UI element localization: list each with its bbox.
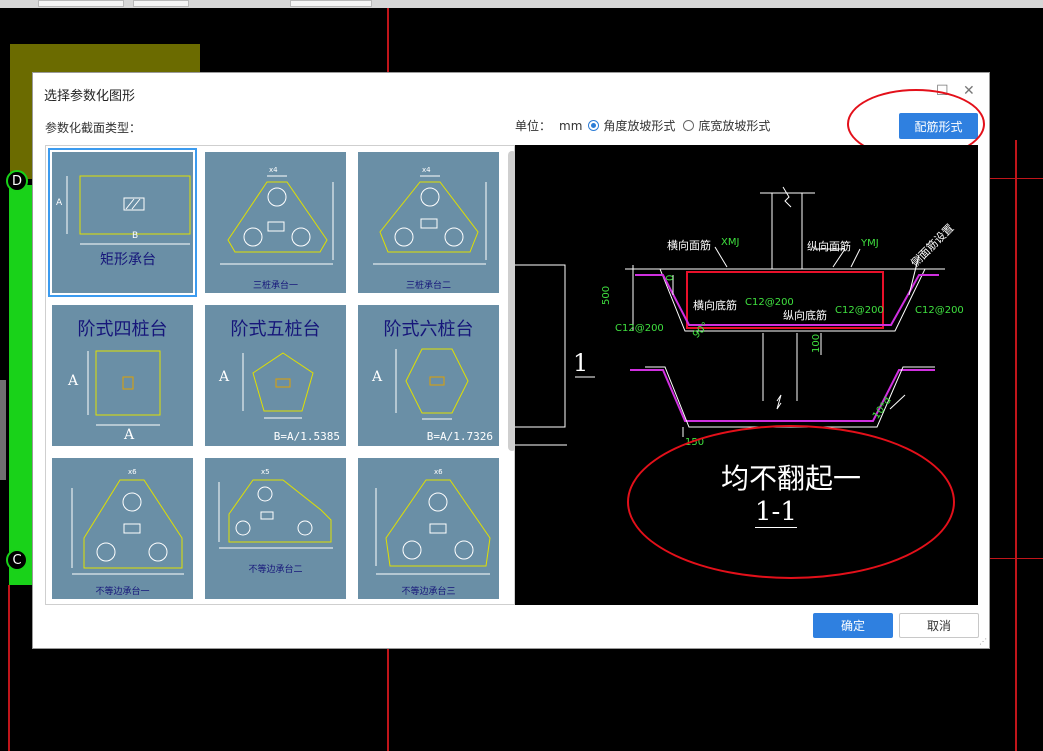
three-pile-2-diagram — [373, 175, 487, 265]
shape-label: 矩形承台 — [100, 252, 156, 268]
select-parametric-shape-dialog: 选择参数化图形 ☐ ✕ 参数化截面类型： 单位： mm 角度放坡形式 底宽放坡形… — [32, 72, 990, 649]
shape-tile-unequal-1[interactable]: x6 不等边承台一 — [52, 458, 193, 599]
three-pile-1-diagram — [220, 175, 334, 265]
long-bottom-rebar-spec: C12@200 — [835, 305, 884, 316]
unit-row: 单位： mm 角度放坡形式 底宽放坡形式 — [515, 117, 770, 134]
toolbar-segment[interactable] — [133, 0, 189, 7]
angle-slope-radio[interactable] — [588, 120, 600, 131]
dim-a-label: A — [219, 369, 230, 385]
shape-label: 不等边承台二 — [248, 565, 303, 575]
dialog-title: 选择参数化图形 — [44, 89, 136, 104]
section-mark: 1 — [573, 349, 589, 377]
side-spec-right: C12@200 — [915, 305, 964, 316]
zero-dim: 0 — [665, 274, 676, 281]
step-five-pile-diagram — [242, 352, 314, 419]
dim-label: x6 — [128, 468, 137, 476]
side-panel-handle[interactable] — [0, 380, 6, 480]
grid-line — [387, 649, 389, 751]
shape-tile-step-four-pile[interactable]: 阶式四桩台 A A — [52, 305, 193, 446]
shape-label: 三桩承台一 — [252, 281, 298, 291]
dim-a2-label: A — [124, 427, 135, 443]
dim-a-label: A — [68, 373, 79, 389]
toolbar-segment[interactable] — [38, 0, 124, 7]
unequal-3-diagram — [375, 479, 491, 575]
shape-label: 阶式四桩台 — [77, 319, 168, 340]
shape-label: 不等边承台一 — [95, 587, 150, 597]
width-slope-radio[interactable] — [683, 120, 695, 131]
unequal-2-diagram — [218, 479, 333, 549]
unit-label: 单位： — [515, 119, 552, 133]
height-dim: 500 — [601, 285, 612, 305]
angle-slope-label[interactable]: 角度放坡形式 — [603, 119, 676, 133]
dim-label: x4 — [422, 166, 431, 174]
grid-line — [1015, 140, 1017, 751]
section-drawing — [515, 186, 945, 446]
bottom-rebar-spec: C12@200 — [745, 297, 794, 308]
long-top-rebar-label: 纵向面筋 — [807, 240, 851, 253]
top-rebar-label: 横向面筋 — [667, 239, 711, 252]
grid-scrollbar[interactable] — [508, 151, 516, 451]
dim-b-label: B — [132, 231, 139, 241]
long-bottom-rebar-label: 纵向底筋 — [783, 309, 827, 322]
shape-tile-unequal-2[interactable]: x5 不等边承台二 — [205, 458, 346, 599]
long-top-rebar-code: YMJ — [861, 238, 879, 249]
shape-label: 不等边承台三 — [401, 587, 456, 597]
annotation-ellipse — [627, 425, 955, 579]
dim-label: x5 — [261, 468, 270, 476]
side-spec-left: C12@200 — [615, 323, 664, 334]
toolbar-segment[interactable] — [290, 0, 372, 7]
bottom-rebar-label: 横向底筋 — [693, 299, 737, 312]
axis-bubble-c: C — [6, 549, 28, 571]
grid-line — [990, 558, 1043, 559]
cad-toolbar-strip — [0, 0, 1043, 8]
axis-label: C — [12, 552, 22, 568]
ok-button[interactable]: 确定 — [813, 613, 893, 638]
unequal-1-diagram — [71, 479, 184, 575]
step-four-pile-diagram — [87, 350, 161, 426]
shape-tile-three-pile-2[interactable]: x4 三桩承台二 — [358, 152, 499, 293]
shape-label: 三桩承台二 — [405, 281, 451, 291]
resize-grip-icon[interactable]: ⋰ — [979, 637, 987, 646]
dim-a-label: A — [372, 369, 383, 385]
shape-label: 阶式六桩台 — [383, 319, 474, 340]
dim-label: x4 — [269, 166, 278, 174]
shape-grid: A B 矩形承台 x4 三桩承台一 — [45, 145, 515, 605]
formula-label: B=A/1.5385 — [273, 430, 340, 443]
grid-line — [990, 178, 1043, 179]
cad-green-wall — [9, 185, 33, 585]
cancel-button[interactable]: 取消 — [899, 613, 979, 638]
top-rebar-code: XMJ — [721, 237, 740, 248]
axis-label: D — [11, 173, 22, 189]
width-slope-label[interactable]: 底宽放坡形式 — [698, 119, 771, 133]
unit-value: mm — [559, 118, 583, 133]
axis-bubble-d: D — [6, 170, 28, 192]
shape-tile-unequal-3[interactable]: x6 不等边承台三 — [358, 458, 499, 599]
grid-line — [8, 585, 10, 751]
shape-label: 阶式五桩台 — [230, 319, 321, 340]
close-icon[interactable]: ✕ — [963, 83, 975, 99]
section-type-label: 参数化截面类型： — [45, 121, 142, 135]
dim-label: x6 — [434, 468, 443, 476]
shape-tile-rect-cap[interactable]: A B 矩形承台 — [48, 148, 197, 297]
shape-tile-step-five-pile[interactable]: 阶式五桩台 A B=A/1.5385 — [205, 305, 346, 446]
shape-tile-three-pile-1[interactable]: x4 三桩承台一 — [205, 152, 346, 293]
dim-a-label: A — [56, 198, 63, 208]
step-six-pile-diagram — [395, 348, 469, 420]
shape-tile-step-six-pile[interactable]: 阶式六桩台 A B=A/1.7326 — [358, 305, 499, 446]
formula-label: B=A/1.7326 — [426, 430, 493, 443]
cover-dim: 100 — [811, 333, 822, 353]
rect-cap-diagram — [66, 175, 191, 245]
grid-line — [387, 8, 389, 72]
